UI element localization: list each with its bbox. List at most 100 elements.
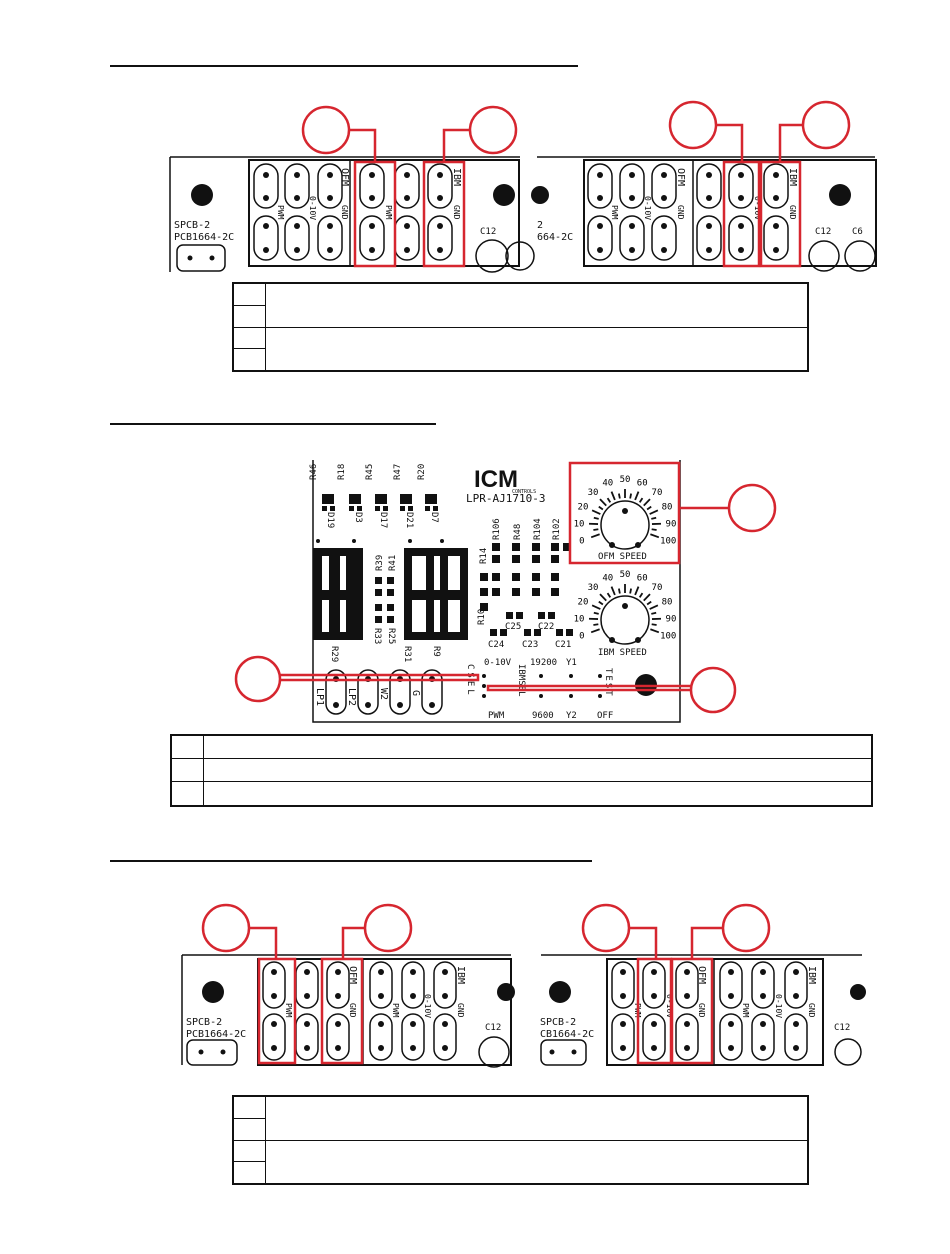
svg-text:PWM: PWM (391, 1003, 400, 1018)
svg-text:CONTROLS: CONTROLS (512, 489, 536, 495)
dial-tick-label: 20 (578, 502, 589, 512)
svg-text:D17: D17 (378, 512, 388, 528)
dial-tick (610, 586, 616, 596)
ofm-header-label: OFM (339, 168, 350, 186)
svg-text:0-10V: 0-10V (774, 994, 783, 1018)
callout-circle (234, 655, 282, 703)
ofm-speed-dial (600, 500, 650, 550)
cap-c6-label: C6 (852, 227, 863, 237)
svg-text:19200: 19200 (530, 658, 557, 668)
icm-board: R46 R18 R45 R47 R20 D19 D3 D17 D21 D7 (234, 460, 777, 723)
svg-text:C22: C22 (538, 622, 554, 632)
dial-tick-label: 30 (588, 583, 599, 593)
dial-tick (634, 491, 640, 501)
callout-circle (721, 903, 771, 953)
dial-tick (638, 497, 644, 503)
dial-tick (593, 623, 599, 626)
svg-text:PWM: PWM (384, 205, 393, 220)
ibm-header-label: IBM (451, 168, 462, 186)
svg-text:SPCB-2: SPCB-2 (186, 1017, 222, 1028)
ibm-speed-label: IBM SPEED (598, 648, 647, 658)
dial-tick (610, 491, 616, 501)
callout-circle (801, 100, 851, 150)
dial-tick (590, 628, 600, 634)
table-1 (232, 282, 809, 372)
board-part-name: SPCB-2 (174, 220, 210, 231)
svg-text:G: G (410, 690, 421, 696)
dial-tick (650, 628, 660, 634)
dial-tick-label: 0 (579, 537, 584, 547)
svg-text:PWM: PWM (284, 1003, 293, 1018)
callout-circle (727, 483, 777, 533)
svg-text:LP1: LP1 (314, 688, 325, 706)
svg-text:R9: R9 (431, 646, 441, 657)
callout-circle (363, 903, 413, 953)
svg-text:OFM: OFM (696, 966, 707, 984)
callout-circle (581, 903, 631, 953)
dial-pin (635, 542, 641, 548)
dial-tick-label: 20 (578, 597, 589, 607)
svg-text:OFF: OFF (597, 711, 613, 721)
svg-text:0-10V: 0-10V (643, 196, 652, 220)
dial-tick (638, 592, 644, 598)
callout-circle (201, 903, 251, 953)
svg-text:R20: R20 (417, 464, 427, 480)
dial-tick-label: 30 (588, 488, 599, 498)
svg-text:PCB1664-2C: PCB1664-2C (186, 1029, 246, 1040)
dial-tick (593, 611, 599, 615)
svg-text:R39: R39 (375, 555, 385, 571)
svg-text:R106: R106 (492, 518, 502, 540)
svg-text:R47: R47 (393, 464, 403, 480)
dial-tick (650, 533, 660, 539)
dial-tick-label: 70 (652, 583, 663, 593)
mounting-hole (493, 184, 515, 206)
svg-text:R14: R14 (479, 548, 489, 564)
svg-text:D7: D7 (429, 512, 439, 523)
dial-tick (643, 498, 651, 507)
dial-tick (646, 600, 652, 606)
dial-tick (629, 493, 632, 499)
dial-tick-label: 100 (660, 537, 676, 547)
svg-text:TEST: TEST (603, 668, 613, 698)
svg-text:W2: W2 (378, 688, 389, 700)
svg-text:R29: R29 (329, 646, 339, 662)
dial-tick-label: 40 (602, 478, 613, 488)
svg-text:R25: R25 (386, 628, 396, 644)
dial-tick (599, 498, 607, 507)
svg-text:0-10V: 0-10V (753, 196, 762, 220)
svg-text:SPCB-2: SPCB-2 (540, 1017, 576, 1028)
dial-tick (634, 586, 640, 596)
dial-tick (618, 588, 621, 594)
dial-tick-label: 60 (637, 478, 648, 488)
dial-tick (598, 505, 604, 511)
svg-text:GND: GND (676, 205, 685, 220)
pin-gnd-label: GND (340, 205, 349, 220)
dial-pin (622, 508, 628, 514)
dial-tick (593, 516, 599, 520)
dial-tick-label: 40 (602, 573, 613, 583)
svg-text:R46: R46 (309, 464, 319, 480)
dial-tick-label: 80 (662, 502, 673, 512)
svg-text:0-10V: 0-10V (484, 658, 512, 668)
dial-tick (649, 509, 659, 515)
seven-segment-display-left (313, 539, 363, 640)
dial-tick-label: 10 (574, 519, 585, 529)
dial-tick (591, 604, 601, 610)
board-1-left: SPCB-2 PCB1664-2C OFM IBM PWM 0-10V GND … (169, 105, 535, 273)
board-1-right: 2 664-2C OFM IBM PWM 0-10V GND 0-10V GND… (531, 100, 877, 272)
svg-text:R18: R18 (337, 464, 347, 480)
dial-tick-label: 0 (579, 632, 584, 642)
svg-text:9600: 9600 (532, 711, 554, 721)
icm-logo: ICM (474, 466, 518, 493)
dial-tick (591, 509, 601, 515)
svg-text:C25: C25 (505, 622, 521, 632)
svg-text:GND: GND (348, 1003, 357, 1018)
dial-tick (618, 493, 621, 499)
svg-text:GND: GND (788, 205, 797, 220)
dial-tick-label: 90 (666, 519, 677, 529)
table-2 (170, 734, 873, 807)
svg-text:GND: GND (456, 1003, 465, 1018)
callout-circle (468, 105, 518, 155)
pin-pwm-label: PWM (276, 205, 285, 220)
